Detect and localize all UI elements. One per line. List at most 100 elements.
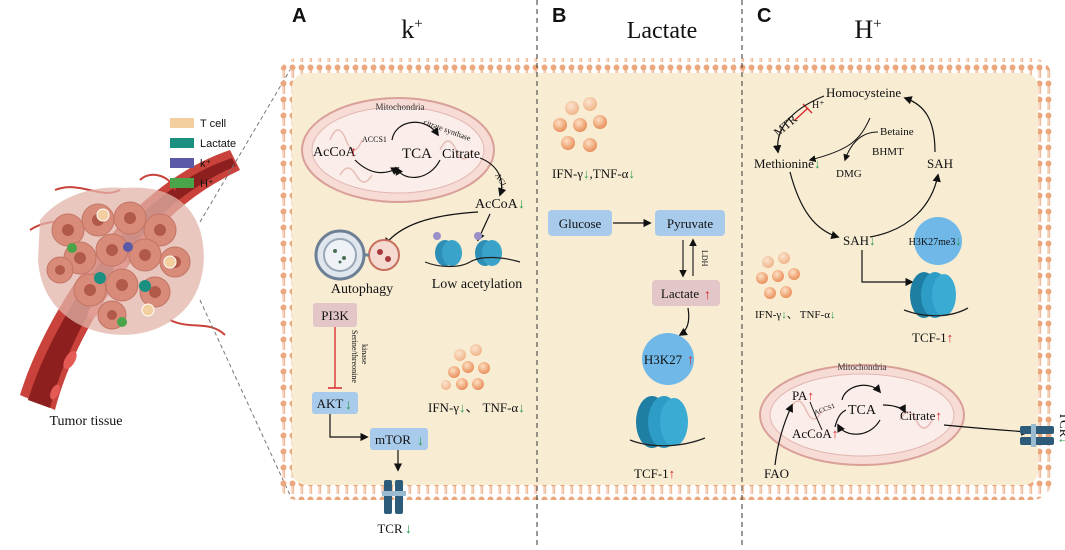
akt-label: AKT bbox=[317, 396, 344, 411]
legend-swatch-t-cell bbox=[170, 118, 194, 128]
mitochondrion bbox=[759, 364, 965, 466]
cytokine-cluster bbox=[756, 252, 800, 299]
up-arrow: ↑ bbox=[687, 353, 694, 368]
mitochondria-label: Mitochondria bbox=[376, 102, 425, 112]
h-dot bbox=[67, 243, 77, 253]
red-blood-cell bbox=[50, 384, 60, 400]
panel-letter-a: A bbox=[292, 5, 306, 27]
pyruvate-box bbox=[655, 210, 725, 236]
legend-label-lactate: Lactate bbox=[200, 138, 236, 150]
k-dot bbox=[123, 242, 133, 252]
legend-swatch-lactate bbox=[170, 138, 194, 148]
down-arrow: ↓ bbox=[955, 233, 962, 248]
cytokine-cluster bbox=[441, 344, 490, 390]
mtor-box bbox=[370, 428, 428, 450]
low-acetylation-label: Low acetylation bbox=[432, 277, 523, 292]
tca-label: TCA bbox=[402, 146, 432, 162]
autophagy-label: Autophagy bbox=[331, 282, 393, 297]
mitochondria-label-c: Mitochondria bbox=[838, 362, 887, 372]
h3k27me3-label: H3K27me3 bbox=[909, 237, 956, 248]
methionine-label: Methionine↓ bbox=[754, 156, 820, 171]
tcr-icon bbox=[1020, 424, 1054, 447]
h-dot bbox=[117, 317, 127, 327]
nucleosome-icon bbox=[424, 232, 521, 268]
t-cell-dot bbox=[163, 255, 177, 269]
panel-b: B Lactate IFN-γ↓,TNF-α↓ Glucose Pyruvate… bbox=[548, 5, 725, 481]
sah-right-label: SAH bbox=[927, 156, 953, 171]
citrate-label: Citrate bbox=[442, 147, 480, 162]
cytokine-label-c: IFN-γ↓、TNF-α↓ bbox=[755, 309, 835, 321]
panel-b-title: Lactate bbox=[627, 18, 698, 44]
legend-label-h: H⁺ bbox=[200, 178, 214, 190]
mitochondrion bbox=[301, 97, 495, 203]
ldh-label: LDH bbox=[700, 250, 709, 267]
h3k27-label: H3K27 bbox=[644, 352, 683, 367]
h3k27-circle bbox=[642, 333, 694, 385]
cytokine-label-a: IFN-γ↓、TNF-α↓ bbox=[428, 400, 525, 415]
down-arrow: ↓ bbox=[417, 434, 424, 449]
kinase-label-2: kinase bbox=[360, 344, 369, 365]
cytokine-label-b: IFN-γ↓,TNF-α↓ bbox=[552, 166, 635, 181]
up-arrow: ↑ bbox=[704, 288, 711, 303]
tcf-label-c: TCF-1↑ bbox=[912, 330, 953, 345]
pyruvate-label: Pyruvate bbox=[667, 216, 713, 231]
tcr-label-c: TCR↓ bbox=[1057, 412, 1065, 444]
t-cell-dot bbox=[141, 303, 155, 317]
tumor-tissue-label: Tumor tissue bbox=[49, 414, 122, 429]
tca-label-c: TCA bbox=[848, 403, 877, 418]
sah-bottom-label: SAH↓ bbox=[843, 233, 876, 248]
legend: T cell Lactate k⁺ H⁺ bbox=[170, 118, 236, 190]
lactate-box bbox=[652, 280, 720, 306]
tcr-icon bbox=[382, 480, 406, 514]
panel-letter-c: C bbox=[757, 5, 771, 27]
acoa-left-label: AcCoA bbox=[313, 145, 357, 160]
cytokine-cluster bbox=[553, 97, 607, 152]
lactate-dot bbox=[139, 280, 151, 292]
accs1-label: ACCS1 bbox=[362, 135, 387, 144]
panel-a: A k+ Mitochondria AcCoA ↑ ACCS1 TCA citr… bbox=[292, 5, 525, 537]
bhmt-label: BHMT bbox=[872, 146, 904, 158]
down-arrow: ↓ bbox=[518, 197, 525, 212]
red-blood-cell bbox=[63, 350, 77, 370]
tcf-label-b: TCF-1↑ bbox=[634, 466, 675, 481]
fao-label: FAO bbox=[764, 466, 789, 481]
h3k27me3-circle bbox=[914, 217, 962, 265]
h-plus-label: H⁺ bbox=[812, 100, 825, 111]
pi3k-label: PI3K bbox=[321, 308, 349, 323]
dmg-label: DMG bbox=[836, 168, 862, 180]
akt-box bbox=[312, 392, 358, 414]
lactate-dot bbox=[94, 272, 106, 284]
down-arrow: ↓ bbox=[405, 522, 412, 537]
tcr-label-a: TCR bbox=[377, 521, 403, 536]
lactate-label: Lactate bbox=[661, 286, 699, 301]
autophagy-icon bbox=[314, 229, 400, 281]
legend-label-k: k⁺ bbox=[200, 158, 212, 170]
zoom-line bbox=[199, 299, 291, 496]
down-arrow: ↓ bbox=[345, 398, 352, 413]
kinase-label: Serine/threonine bbox=[350, 330, 359, 383]
mtor-label: mTOR bbox=[375, 432, 411, 447]
panel-c: C H+ Homocysteine MTR H⁺ Betaine BHMT Me… bbox=[754, 5, 1065, 481]
panel-a-title: k+ bbox=[401, 15, 422, 44]
legend-swatch-h bbox=[170, 178, 194, 188]
panel-c-title: H+ bbox=[854, 15, 881, 44]
legend-label-t-cell: T cell bbox=[200, 118, 226, 130]
blood-vessel bbox=[20, 150, 240, 410]
pa-label: PA↑ bbox=[792, 388, 814, 403]
nucleosome-icon bbox=[629, 396, 706, 448]
betaine-label: Betaine bbox=[880, 126, 914, 138]
t-cell-dot bbox=[96, 208, 110, 222]
zoom-line bbox=[199, 69, 291, 223]
glucose-label: Glucose bbox=[559, 216, 602, 231]
glucose-box bbox=[548, 210, 612, 236]
acoa-label-c: AcCoA↑ bbox=[792, 426, 838, 441]
nucleosome-icon bbox=[903, 272, 969, 318]
panel-letter-b: B bbox=[552, 5, 566, 27]
up-arrow: ↑ bbox=[350, 145, 357, 160]
legend-swatch-k bbox=[170, 158, 194, 168]
citrate-label-c: Citrate↑ bbox=[900, 408, 942, 423]
homocysteine-label: Homocysteine bbox=[826, 85, 901, 100]
acoa-right-label: AcCoA bbox=[475, 197, 519, 212]
pi3k-box bbox=[313, 303, 357, 327]
